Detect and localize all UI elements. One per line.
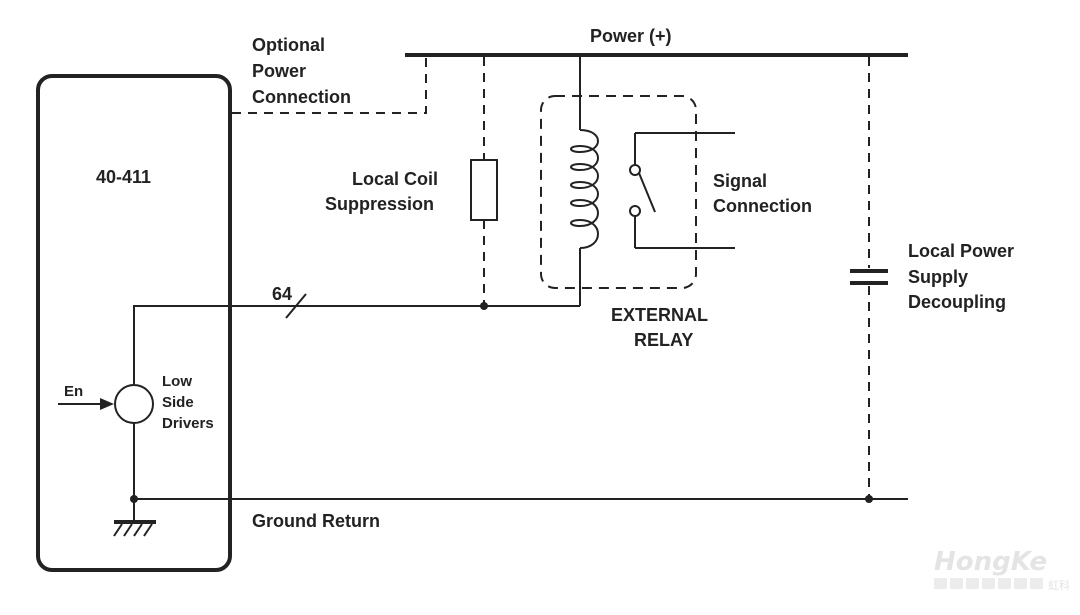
low-side-drivers-line-2: Side xyxy=(162,394,194,411)
external-relay-line-1: EXTERNAL xyxy=(611,305,708,325)
external-relay-line-2: RELAY xyxy=(634,330,693,350)
suppression-resistor xyxy=(470,159,498,221)
bus-width-label: 64 xyxy=(272,284,292,304)
signal-connection-line-1: Signal xyxy=(713,171,767,191)
low-side-drivers-line-3: Drivers xyxy=(162,415,214,432)
ground-return-label: Ground Return xyxy=(252,511,380,531)
watermark-sub-blocks xyxy=(934,578,1043,589)
optional-power-line-2: Power xyxy=(252,61,306,81)
enable-label: En xyxy=(64,383,83,400)
coil-suppression-line-2: Suppression xyxy=(325,194,434,214)
coil-suppression-label: Local Coil Suppression xyxy=(325,169,438,214)
module-label: 40-411 xyxy=(96,167,151,187)
coil-suppression-line-1: Local Coil xyxy=(352,169,438,189)
optional-power-line-1: Optional xyxy=(252,35,325,55)
decoupling-capacitor xyxy=(850,269,888,285)
enable-arrow-head xyxy=(100,398,114,410)
relay-enclosure xyxy=(540,95,697,289)
low-side-drivers-line-1: Low xyxy=(162,373,192,390)
decoupling-line-3: Decoupling xyxy=(908,292,1006,312)
low-side-drivers-label: Low Side Drivers xyxy=(162,373,214,432)
watermark-sub-text: 虹科 xyxy=(1048,578,1070,592)
optional-power-line-3: Connection xyxy=(252,87,351,107)
bus-junction-dot xyxy=(480,302,488,310)
ground-junction-dot xyxy=(130,495,138,503)
driver-output-bus xyxy=(133,305,580,384)
module-box xyxy=(36,74,232,572)
optional-power-label: Optional Power Connection xyxy=(252,35,351,107)
external-relay-label: EXTERNAL RELAY xyxy=(611,305,708,350)
ground-symbol xyxy=(113,520,156,537)
signal-connection-label: Signal Connection xyxy=(713,171,812,216)
relay-contact xyxy=(629,132,735,249)
decoupling-line-2: Supply xyxy=(908,267,968,287)
watermark-text: HongKe xyxy=(934,547,1047,577)
bus-width-slash xyxy=(285,293,307,319)
optional-power-wire xyxy=(232,57,427,114)
decoupling-label: Local Power Supply Decoupling xyxy=(908,241,1014,312)
decoupling-ground-dot xyxy=(865,495,873,503)
low-side-driver xyxy=(114,384,154,424)
decoupling-line-1: Local Power xyxy=(908,241,1014,261)
power-rail-label: Power (+) xyxy=(590,26,672,46)
relay-coil xyxy=(570,129,599,249)
signal-connection-line-2: Connection xyxy=(713,196,812,216)
watermark-logo: HongKe 虹科 xyxy=(934,547,1070,592)
